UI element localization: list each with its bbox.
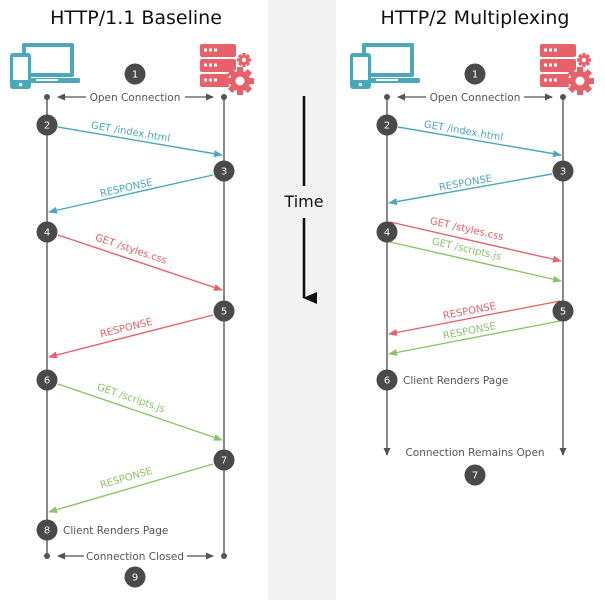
open-connection-label: Open Connection [90, 92, 181, 104]
message-label: GET /scripts.js [95, 382, 166, 415]
svg-text:5: 5 [560, 307, 566, 318]
svg-text:8: 8 [44, 526, 50, 537]
step-marker: 6 [376, 369, 398, 391]
step-marker: 5 [213, 300, 235, 322]
http11-panel: HTTP/1.1 Baseline Open Connection GET /i… [10, 7, 254, 588]
message-label: RESPONSE [99, 466, 154, 491]
svg-text:1: 1 [472, 70, 478, 81]
connection-remains-open-label: Connection Remains Open [405, 447, 544, 459]
svg-text:7: 7 [221, 456, 227, 467]
http2-panel: HTTP/2 Multiplexing Open Connection GET … [350, 7, 594, 486]
step-marker: 3 [213, 160, 235, 182]
step-marker: 9 [124, 566, 146, 588]
message-label: RESPONSE [99, 177, 154, 200]
step-marker: 1 [464, 63, 486, 85]
svg-text:9: 9 [132, 573, 138, 584]
svg-text:4: 4 [44, 228, 50, 239]
svg-text:5: 5 [221, 307, 227, 318]
client-renders-label: Client Renders Page [63, 525, 168, 537]
message-label: GET /index.html [90, 120, 171, 144]
message-label: GET /styles.css [93, 233, 168, 267]
http2-title: HTTP/2 Multiplexing [381, 7, 570, 29]
step-marker: 7 [464, 464, 486, 486]
time-band [268, 0, 336, 600]
svg-text:3: 3 [560, 167, 566, 178]
svg-text:3: 3 [221, 167, 227, 178]
svg-text:4: 4 [384, 228, 390, 239]
svg-text:6: 6 [384, 376, 390, 387]
client-devices-icon [10, 43, 80, 89]
step-marker: 2 [376, 114, 398, 136]
client-devices-icon [350, 43, 420, 89]
step-marker: 4 [376, 221, 398, 243]
step-marker: 1 [124, 63, 146, 85]
svg-text:7: 7 [472, 471, 478, 482]
time-label: Time [283, 192, 323, 211]
http11-title: HTTP/1.1 Baseline [50, 7, 222, 29]
open-connection-label: Open Connection [430, 92, 521, 104]
connection-closed-label: Connection Closed [86, 551, 184, 563]
step-marker: 8 [36, 519, 58, 541]
svg-text:6: 6 [44, 376, 50, 387]
step-marker: 5 [552, 300, 574, 322]
message-label: RESPONSE [438, 173, 493, 193]
time-axis: Time [283, 96, 324, 304]
step-marker: 4 [36, 221, 58, 243]
step-marker: 2 [36, 114, 58, 136]
svg-text:2: 2 [384, 121, 390, 132]
message-label: GET /index.html [423, 119, 504, 143]
step-marker: 3 [552, 160, 574, 182]
step-marker: 6 [36, 369, 58, 391]
svg-text:1: 1 [132, 70, 138, 81]
client-renders-label: Client Renders Page [403, 375, 508, 387]
server-gear-icon [540, 44, 594, 95]
svg-text:2: 2 [44, 121, 50, 132]
step-marker: 7 [213, 449, 235, 471]
server-gear-icon [200, 44, 254, 95]
